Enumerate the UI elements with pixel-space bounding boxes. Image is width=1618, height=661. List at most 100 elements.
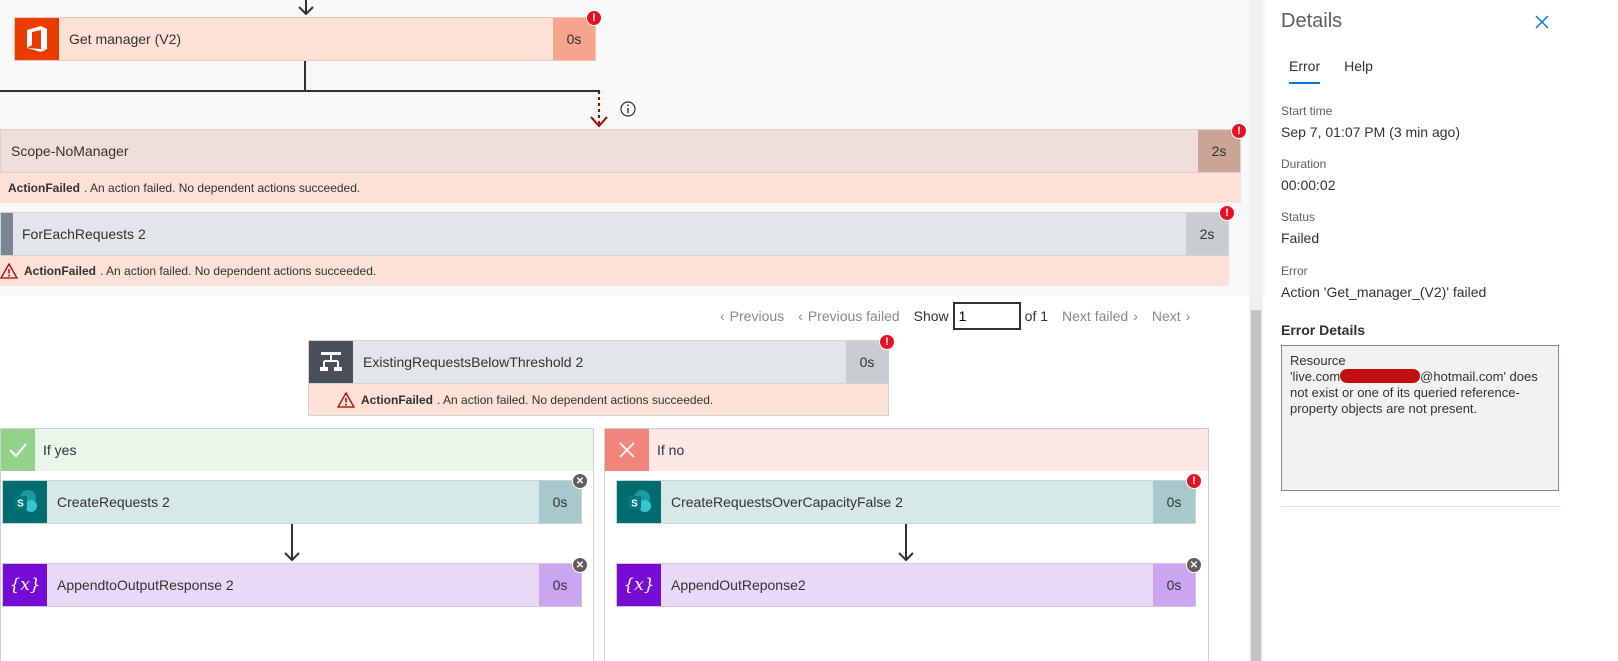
loop-icon [1,213,13,255]
sharepoint-icon: S [617,481,661,523]
details-tabs: Error Help [1289,58,1397,84]
error-message: . An action failed. No dependent actions… [437,392,714,407]
action-duration: 0s [539,564,581,606]
create-requests-over-capacity-action[interactable]: S CreateRequestsOverCapacityFalse 2 0s [616,480,1196,524]
action-title: ForEachRequests 2 [22,226,146,242]
dashed-arrow-icon [590,91,608,128]
error-badge-icon: ! [1219,205,1235,221]
tab-help[interactable]: Help [1344,58,1373,74]
arrow-down-icon [284,524,300,562]
status-value: Failed [1281,230,1320,246]
redaction-scribble [1340,369,1421,383]
svg-text:S: S [17,499,24,510]
close-icon[interactable] [1532,12,1552,32]
warning-icon [337,391,355,408]
yes-branch-header[interactable]: If yes [1,429,593,471]
yes-branch-label: If yes [43,442,77,458]
variable-icon: {x} [3,564,47,606]
scope-action[interactable]: Scope-NoManager 2s [0,129,1241,173]
action-title: Scope-NoManager [11,143,129,159]
skipped-badge-icon: ✕ [1186,557,1202,573]
error-code: ActionFailed [8,181,81,195]
previous-failed-label: Previous failed [807,308,900,324]
svg-text:S: S [631,499,638,510]
flow-canvas: Get manager (V2) 0s ! Scope-NoManager 2s… [0,0,1263,661]
scrollbar-thumb[interactable] [1251,310,1261,661]
duration-value: 00:00:02 [1281,177,1336,193]
error-badge-icon: ! [586,10,602,26]
error-field: Error Action 'Get_manager_(V2)' failed [1281,264,1486,300]
chevron-left-icon: ‹ [720,308,725,324]
status-field: Status Failed [1281,210,1319,246]
chevron-right-icon: › [1185,308,1191,324]
chevron-left-icon: ‹ [798,308,803,324]
iteration-pager: ‹ Previous ‹ Previous failed Show of 1 N… [720,302,1204,330]
skipped-badge-icon: ✕ [572,473,588,489]
arrow-down-icon [298,0,314,16]
append-out-response-action[interactable]: {x} AppendOutReponse2 0s [616,563,1196,607]
connector-line [304,61,306,91]
page-input[interactable] [952,302,1021,330]
duration-field: Duration 00:00:02 [1281,157,1336,193]
error-code: ActionFailed [24,264,97,278]
append-output-action[interactable]: {x} AppendtoOutputResponse 2 0s [2,563,582,607]
start-time-value: Sep 7, 01:07 PM (3 min ago) [1281,124,1460,140]
previous-button[interactable]: ‹ Previous [720,308,784,324]
error-details-prefix: Resource [1290,353,1346,368]
no-branch-header[interactable]: If no [605,429,1208,471]
error-details-account-start: 'live.com [1290,369,1341,384]
next-button[interactable]: Next › [1152,308,1190,324]
show-label: Show [913,308,949,324]
skipped-badge-icon: ✕ [572,557,588,573]
foreach-error-banner: ActionFailed . An action failed. No depe… [0,256,1229,286]
error-message: . An action failed. No dependent actions… [100,264,377,278]
yes-branch: If yes [0,428,594,661]
next-failed-button[interactable]: Next failed › [1062,308,1138,324]
tab-error[interactable]: Error [1289,58,1321,84]
details-title: Details [1281,10,1343,32]
action-title: ExistingRequestsBelowThreshold 2 [363,354,584,370]
sharepoint-icon: S [3,481,47,523]
page-count: of 1 [1024,308,1049,324]
error-badge-icon: ! [879,334,895,350]
no-branch-label: If no [657,442,685,458]
error-badge-icon: ! [1186,473,1202,489]
chevron-right-icon: › [1133,308,1138,324]
action-title: CreateRequestsOverCapacityFalse 2 [671,494,903,510]
error-badge-icon: ! [1231,123,1247,139]
status-label: Status [1281,210,1316,224]
action-duration: 0s [539,481,581,523]
action-duration: 0s [553,18,595,60]
action-title: AppendtoOutputResponse 2 [57,577,234,593]
create-requests-action[interactable]: S CreateRequests 2 0s [2,480,582,524]
canvas-scrollbar[interactable] [1249,0,1263,661]
condition-icon [309,341,353,383]
action-title: Get manager (V2) [69,31,182,47]
close-x-icon [605,429,649,471]
office-icon [15,18,59,60]
checkmark-icon [1,429,35,471]
get-manager-action[interactable]: Get manager (V2) 0s [14,17,596,61]
action-duration: 0s [1153,481,1195,523]
error-details-textbox[interactable]: Resource 'live.com@hotmail.com' does not… [1281,345,1559,491]
duration-label: Duration [1281,157,1327,171]
error-code: ActionFailed [361,392,434,407]
action-title: CreateRequests 2 [57,494,170,510]
details-divider [1281,506,1561,507]
arrow-down-icon [898,524,914,562]
action-duration: 2s [1186,213,1228,255]
scope-error-banner: ActionFailed . An action failed. No depe… [0,173,1241,203]
error-message: . An action failed. No dependent actions… [84,181,361,195]
error-value: Action 'Get_manager_(V2)' failed [1281,284,1487,300]
info-icon[interactable] [619,100,637,118]
previous-failed-button[interactable]: ‹ Previous failed [798,308,900,324]
start-time-field: Start time Sep 7, 01:07 PM (3 min ago) [1281,104,1460,140]
action-title: AppendOutReponse2 [671,577,806,593]
connector-line [0,90,600,92]
foreach-action[interactable]: ForEachRequests 2 2s [0,212,1229,256]
error-label: Error [1281,264,1308,278]
details-panel: Details Error Help Start time Sep 7, 01:… [1265,0,1618,661]
previous-label: Previous [729,308,785,324]
condition-action[interactable]: ExistingRequestsBelowThreshold 2 0s [308,340,889,384]
warning-icon [0,263,18,279]
